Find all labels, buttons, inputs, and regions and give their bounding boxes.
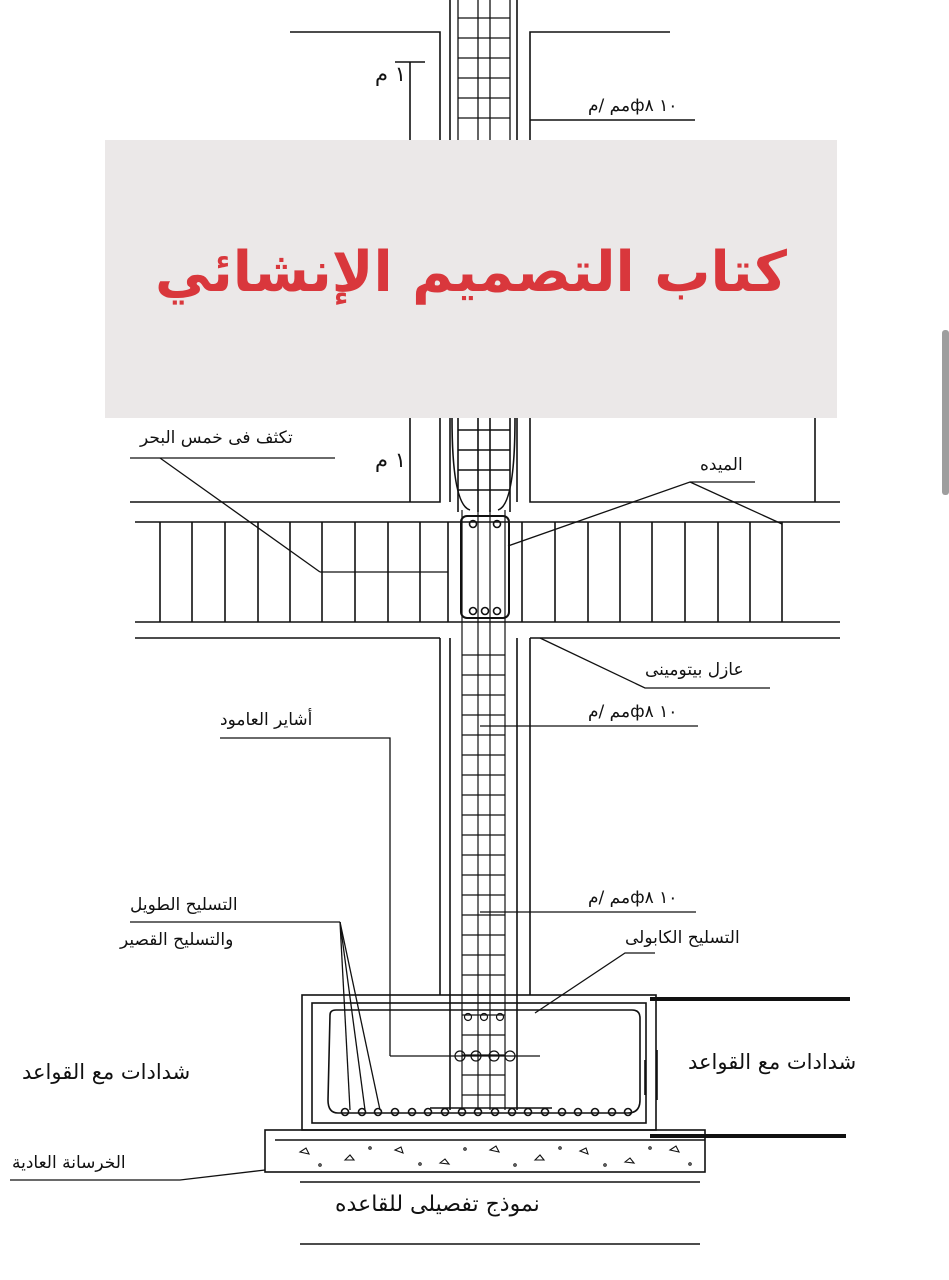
dimension-label-top: ١ م — [375, 62, 406, 86]
settlement-label: تكثف فى خمس البحر — [140, 428, 293, 448]
dimension-label-middle: ١ م — [375, 448, 406, 472]
rebar-spacing-label-top: ١٠ ф٨مم /م — [588, 96, 678, 116]
formwork-label-left: شدادات مع القواعد — [22, 1060, 191, 1084]
tie-beam-section — [135, 515, 840, 639]
rebar-spacing-label-middle: ١٠ ф٨مم /م — [588, 702, 678, 722]
long-reinforcement-label: التسليح الطويل — [130, 895, 238, 915]
bitumen-insulation-label: عازل بيتومينى — [645, 660, 744, 680]
column-section — [439, 638, 531, 1110]
banner-title: كتاب التصميم الإنشائي — [155, 240, 787, 305]
upper-column-cage — [457, 0, 511, 140]
short-reinforcement-label: والتسليح القصير — [120, 930, 234, 950]
middle-walls — [130, 390, 840, 512]
cantilever-reinforcement-label: التسليح الكابولى — [625, 928, 740, 948]
title-banner: كتاب التصميم الإنشائي — [105, 140, 837, 418]
plain-concrete-label: الخرسانة العادية — [12, 1153, 126, 1173]
column-starter-bars-label: أشاير العامود — [220, 710, 313, 730]
formwork-ties — [650, 997, 850, 1138]
drawing-caption: نموذج تفصيلى للقاعده — [335, 1192, 540, 1217]
scrollbar-thumb[interactable] — [942, 330, 949, 495]
formwork-label-right: شدادات مع القواعد — [688, 1050, 857, 1074]
leader-lines — [10, 457, 783, 1181]
rebar-spacing-label-lower: ١٠ ф٨مم /م — [588, 888, 678, 908]
plain-concrete-layer — [264, 1129, 706, 1245]
upper-wall-outlines — [290, 0, 695, 140]
tie-beam-label: الميده — [700, 455, 743, 475]
